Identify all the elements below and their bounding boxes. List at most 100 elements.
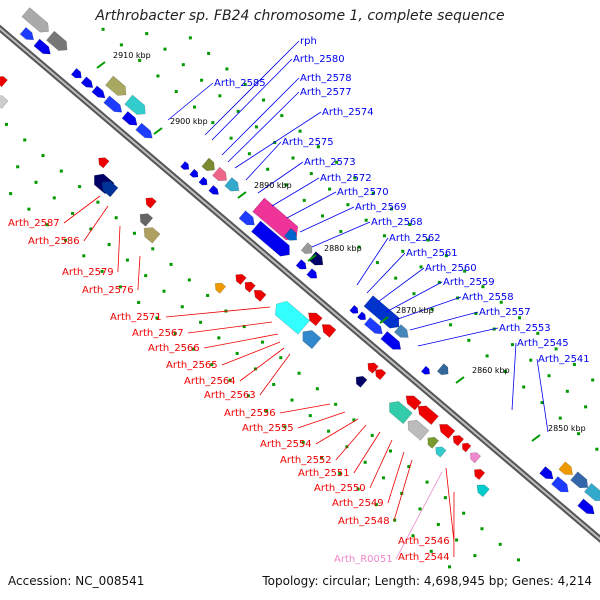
tick-dot: [298, 129, 302, 133]
tick-dot: [316, 145, 320, 149]
gene-label-forward: Arth_2575: [282, 137, 334, 148]
leader-line: [299, 206, 355, 233]
gene-label-reverse: Arth_2546: [398, 536, 450, 547]
tick-dot: [100, 269, 104, 273]
gene-features: [0, 7, 600, 515]
gene-arrow: [394, 324, 409, 338]
tick-dot: [206, 293, 210, 297]
tick-dot: [144, 274, 148, 278]
gene-arrow: [306, 268, 318, 279]
tick-dot: [315, 387, 319, 391]
tick-dot: [45, 223, 49, 227]
gene-arrow: [101, 181, 119, 198]
tick-dot: [272, 383, 276, 387]
gene-arrow: [356, 311, 366, 321]
tick-dot: [429, 549, 433, 553]
tick-dot: [52, 196, 56, 200]
tick-dot: [101, 27, 105, 31]
tick-dot: [301, 440, 305, 444]
gene-label-forward: Arth_2560: [425, 263, 477, 274]
gene-label-forward: Arth_2558: [462, 292, 514, 303]
tick-dot: [145, 32, 149, 36]
tick-dot: [430, 307, 434, 311]
tick-dot: [308, 414, 312, 418]
scale-label: 2910 kbp: [113, 51, 151, 60]
tick-dot: [23, 138, 27, 142]
gene-arrow: [389, 401, 413, 425]
gene-label-reverse: Arth_2556: [224, 408, 276, 419]
tick-dot: [510, 343, 514, 347]
tick-dot: [235, 351, 239, 355]
gene-arrow: [235, 273, 247, 286]
tick-dot: [547, 374, 551, 378]
gene-arrow: [189, 168, 199, 178]
gene-label-reverse: Arth_2579: [62, 267, 114, 278]
tick-dot: [339, 229, 343, 233]
tick-dot: [291, 156, 295, 160]
tick-dot: [363, 460, 367, 464]
tick-dot: [381, 476, 385, 480]
scale-tick: [96, 61, 106, 69]
gene-label-reverse: Arth_2555: [242, 423, 294, 434]
tick-dot: [320, 456, 324, 460]
leader-line: [245, 141, 282, 181]
leader-line: [356, 237, 389, 286]
tick-dot: [536, 331, 540, 335]
chromosome-backbone: [0, 24, 600, 543]
tick-dot: [138, 58, 142, 62]
leader-line: [385, 281, 443, 313]
gene-arrow: [405, 395, 422, 411]
leader-line: [165, 306, 271, 318]
tick-dot: [82, 254, 86, 258]
tick-dot: [364, 218, 368, 222]
gene-arrow: [474, 468, 486, 481]
tick-dot: [173, 332, 177, 336]
tick-dot: [467, 338, 471, 342]
tick-dot: [444, 254, 448, 258]
gene-arrow: [180, 161, 190, 170]
tick-dot: [455, 538, 459, 542]
tick-dot: [265, 409, 269, 413]
tick-dot: [393, 518, 397, 522]
gene-label-reverse: Arth_2586: [28, 236, 80, 247]
gene-arrow: [558, 461, 573, 475]
tick-dot: [162, 289, 166, 293]
gene-arrow: [321, 324, 337, 338]
tick-dot: [260, 340, 264, 344]
tick-dot: [297, 371, 301, 375]
tick-dot: [137, 300, 141, 304]
tick-dot: [462, 511, 466, 515]
tick-dot: [9, 192, 13, 196]
tick-dot: [280, 114, 284, 118]
tick-dot: [243, 83, 247, 87]
gene-label-forward: Arth_2580: [293, 54, 345, 65]
tick-dot: [584, 405, 588, 409]
gene-arrow: [33, 38, 51, 55]
gene-label-reverse: Arth_2549: [332, 498, 384, 509]
tick-dot: [34, 180, 38, 184]
leader-line: [445, 467, 455, 542]
tick-dot: [59, 169, 63, 173]
gene-label-forward: Arth_2562: [389, 233, 441, 244]
tick-dot: [389, 449, 393, 453]
tick-dot: [418, 507, 422, 511]
tick-dot: [374, 503, 378, 507]
gene-label-forward: Arth_2559: [443, 277, 495, 288]
tick-dot: [554, 347, 558, 351]
gene-arrow: [355, 375, 368, 388]
leader-line: [234, 111, 322, 169]
gene-arrow: [427, 436, 439, 449]
tick-dot: [522, 385, 526, 389]
scale-tick: [307, 254, 317, 262]
map-title: Arthrobacter sp. FB24 chromosome 1, comp…: [95, 8, 505, 24]
scale-label: 2870 kbp: [396, 306, 434, 315]
gene-label-forward: Arth_2577: [300, 87, 352, 98]
tick-dot: [375, 261, 379, 265]
gene-arrow: [145, 197, 157, 209]
accession-text: Accession: NC_008541: [8, 574, 145, 588]
tick-dot: [357, 245, 361, 249]
tick-dot: [407, 465, 411, 469]
gene-label-forward: Arth_2553: [499, 323, 551, 334]
scale-label: 2900 kbp: [170, 117, 208, 126]
